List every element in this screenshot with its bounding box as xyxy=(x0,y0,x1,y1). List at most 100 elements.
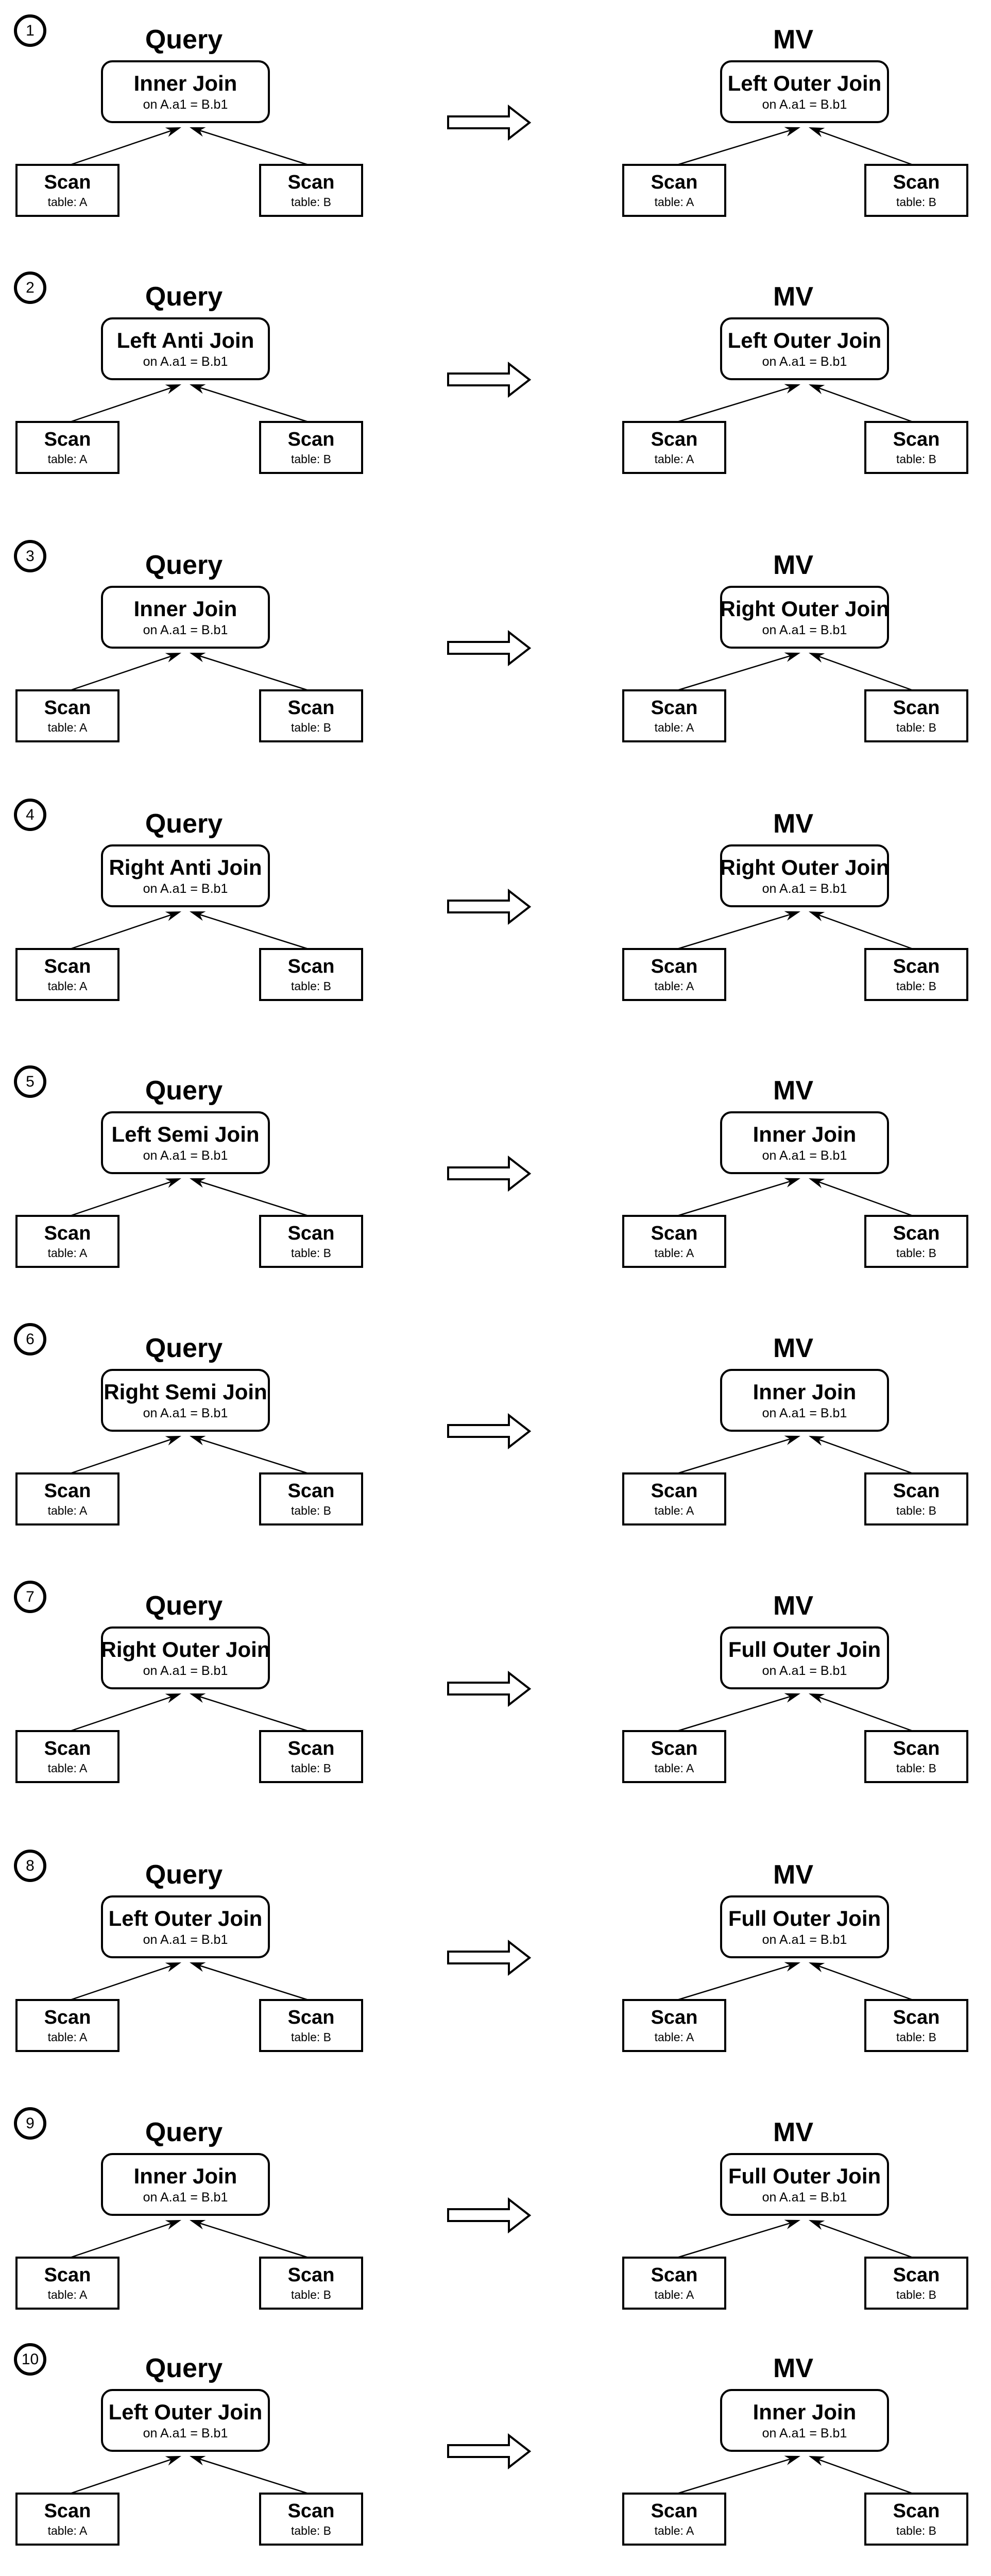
arrowhead-icon xyxy=(784,1435,800,1445)
query-column-title: Query xyxy=(145,282,223,312)
scan-label: Scan xyxy=(651,956,698,977)
transform-arrow-icon xyxy=(447,361,532,398)
rule-number-badge: 4 xyxy=(14,799,46,831)
scan-table-label: table: A xyxy=(654,1761,694,1775)
scan-label: Scan xyxy=(44,697,91,719)
query-scan-node-b: Scan table: B xyxy=(259,2257,363,2310)
arrowhead-icon xyxy=(190,384,206,394)
rewrite-rule-row: 1 Query MV Inner Join on A.a1 = B.b1 Lef… xyxy=(0,0,991,237)
query-edge-left xyxy=(66,130,172,167)
mv-tree-edges xyxy=(673,384,916,424)
mv-join-label: Full Outer Join xyxy=(728,2164,881,2188)
mv-scan-node-a: Scan table: A xyxy=(622,1730,726,1783)
mv-join-node: Right Outer Join on A.a1 = B.b1 xyxy=(720,586,890,649)
query-scan-node-b: Scan table: B xyxy=(259,948,363,1001)
query-edge-right xyxy=(199,1180,312,1218)
arrowhead-icon xyxy=(784,2455,800,2465)
scan-label: Scan xyxy=(44,956,91,977)
scan-label: Scan xyxy=(651,1223,698,1244)
query-tree-edges xyxy=(66,1178,312,1218)
scan-table-label: table: A xyxy=(47,2524,88,2537)
scan-table-label: table: A xyxy=(654,452,694,466)
query-scan-node-a: Scan table: A xyxy=(15,2257,119,2310)
query-join-label: Left Anti Join xyxy=(116,328,254,352)
mv-column-title: MV xyxy=(773,1860,813,1890)
mv-scan-node-b: Scan table: B xyxy=(864,1472,968,1526)
rewrite-rule-row: 10 Query MV Left Outer Join on A.a1 = B.… xyxy=(0,2329,991,2566)
scan-label: Scan xyxy=(651,2264,698,2286)
arrowhead-icon xyxy=(809,1693,825,1704)
rule-number-badge: 8 xyxy=(14,1850,46,1882)
rule-number-badge: 3 xyxy=(14,540,46,572)
query-column-title: Query xyxy=(145,2117,223,2147)
scan-label: Scan xyxy=(287,1223,335,1244)
scan-table-label: table: B xyxy=(896,195,936,209)
mv-join-label: Full Outer Join xyxy=(728,1906,881,1930)
scan-label: Scan xyxy=(651,697,698,719)
transform-arrow-icon xyxy=(447,1670,532,1707)
transform-arrow-icon xyxy=(447,104,532,141)
rule-number-badge: 2 xyxy=(14,272,46,304)
scan-table-label: table: B xyxy=(291,2030,331,2044)
rewrite-rule-row: 7 Query MV Right Outer Join on A.a1 = B.… xyxy=(0,1566,991,1803)
mv-tree-edges xyxy=(673,127,916,167)
mv-edge-right xyxy=(818,387,916,424)
rule-number: 6 xyxy=(26,1330,35,1348)
query-edge-right xyxy=(199,2458,312,2496)
scan-table-label: table: A xyxy=(47,721,88,734)
mv-join-condition: on A.a1 = B.b1 xyxy=(762,97,847,112)
arrowhead-icon xyxy=(809,653,825,663)
query-scan-node-a: Scan table: A xyxy=(15,1730,119,1783)
edges-layer xyxy=(66,2433,916,2496)
mv-edge-left xyxy=(673,1696,791,1733)
scan-table-label: table: B xyxy=(896,1246,936,1260)
query-scan-node-a: Scan table: A xyxy=(15,164,119,217)
scan-table-label: table: A xyxy=(47,2030,88,2044)
mv-column-title: MV xyxy=(773,282,813,312)
mv-join-node: Inner Join on A.a1 = B.b1 xyxy=(720,1111,889,1174)
rewrite-rule-row: 3 Query MV Inner Join on A.a1 = B.b1 Rig… xyxy=(0,526,991,762)
rewrite-rule-row: 4 Query MV Right Anti Join on A.a1 = B.b… xyxy=(0,784,991,1021)
arrowhead-icon xyxy=(809,2456,825,2466)
arrowhead-icon xyxy=(165,911,181,921)
edges-layer xyxy=(66,361,916,424)
transform-arrow-icon xyxy=(447,2197,532,2234)
query-join-condition: on A.a1 = B.b1 xyxy=(143,2426,228,2441)
mv-join-label: Full Outer Join xyxy=(728,1637,881,1662)
mv-scan-node-a: Scan table: A xyxy=(622,421,726,474)
scan-label: Scan xyxy=(44,2007,91,2028)
query-join-condition: on A.a1 = B.b1 xyxy=(143,623,228,637)
query-join-node: Left Anti Join on A.a1 = B.b1 xyxy=(101,317,270,380)
edges-layer xyxy=(66,104,916,167)
scan-label: Scan xyxy=(44,172,91,193)
rule-number: 10 xyxy=(21,2350,39,2368)
query-column-title: Query xyxy=(145,1860,223,1890)
arrowhead-icon xyxy=(165,2220,181,2230)
scan-label: Scan xyxy=(287,172,335,193)
rewrite-rule-row: 6 Query MV Right Semi Join on A.a1 = B.b… xyxy=(0,1309,991,1546)
scan-table-label: table: A xyxy=(654,1504,694,1517)
query-join-label: Right Anti Join xyxy=(109,855,262,879)
edges-layer xyxy=(0,2562,991,2576)
scan-label: Scan xyxy=(651,1480,698,1502)
mv-join-condition: on A.a1 = B.b1 xyxy=(762,623,847,637)
mv-join-label: Inner Join xyxy=(753,1380,857,1404)
arrowhead-icon xyxy=(190,2220,206,2230)
rule-number-badge: 5 xyxy=(14,1065,46,1098)
arrowhead-icon xyxy=(784,2219,800,2229)
mv-tree-edges xyxy=(673,1962,916,2002)
mv-join-node: Full Outer Join on A.a1 = B.b1 xyxy=(720,2153,889,2216)
scan-table-label: table: B xyxy=(291,721,331,734)
query-join-node: Right Semi Join on A.a1 = B.b1 xyxy=(101,1369,270,1432)
mv-edge-left xyxy=(673,129,791,167)
scan-table-label: table: B xyxy=(291,2524,331,2537)
query-join-node: Left Outer Join on A.a1 = B.b1 xyxy=(101,1895,270,1958)
rewrite-rule-row: 5 Query MV Left Semi Join on A.a1 = B.b1… xyxy=(0,1051,991,1288)
query-join-condition: on A.a1 = B.b1 xyxy=(143,354,228,369)
query-join-condition: on A.a1 = B.b1 xyxy=(143,2190,228,2205)
transform-arrow-icon xyxy=(447,888,532,925)
arrowhead-icon xyxy=(809,2220,825,2230)
scan-label: Scan xyxy=(651,172,698,193)
transform-arrow-icon xyxy=(447,1939,532,1976)
